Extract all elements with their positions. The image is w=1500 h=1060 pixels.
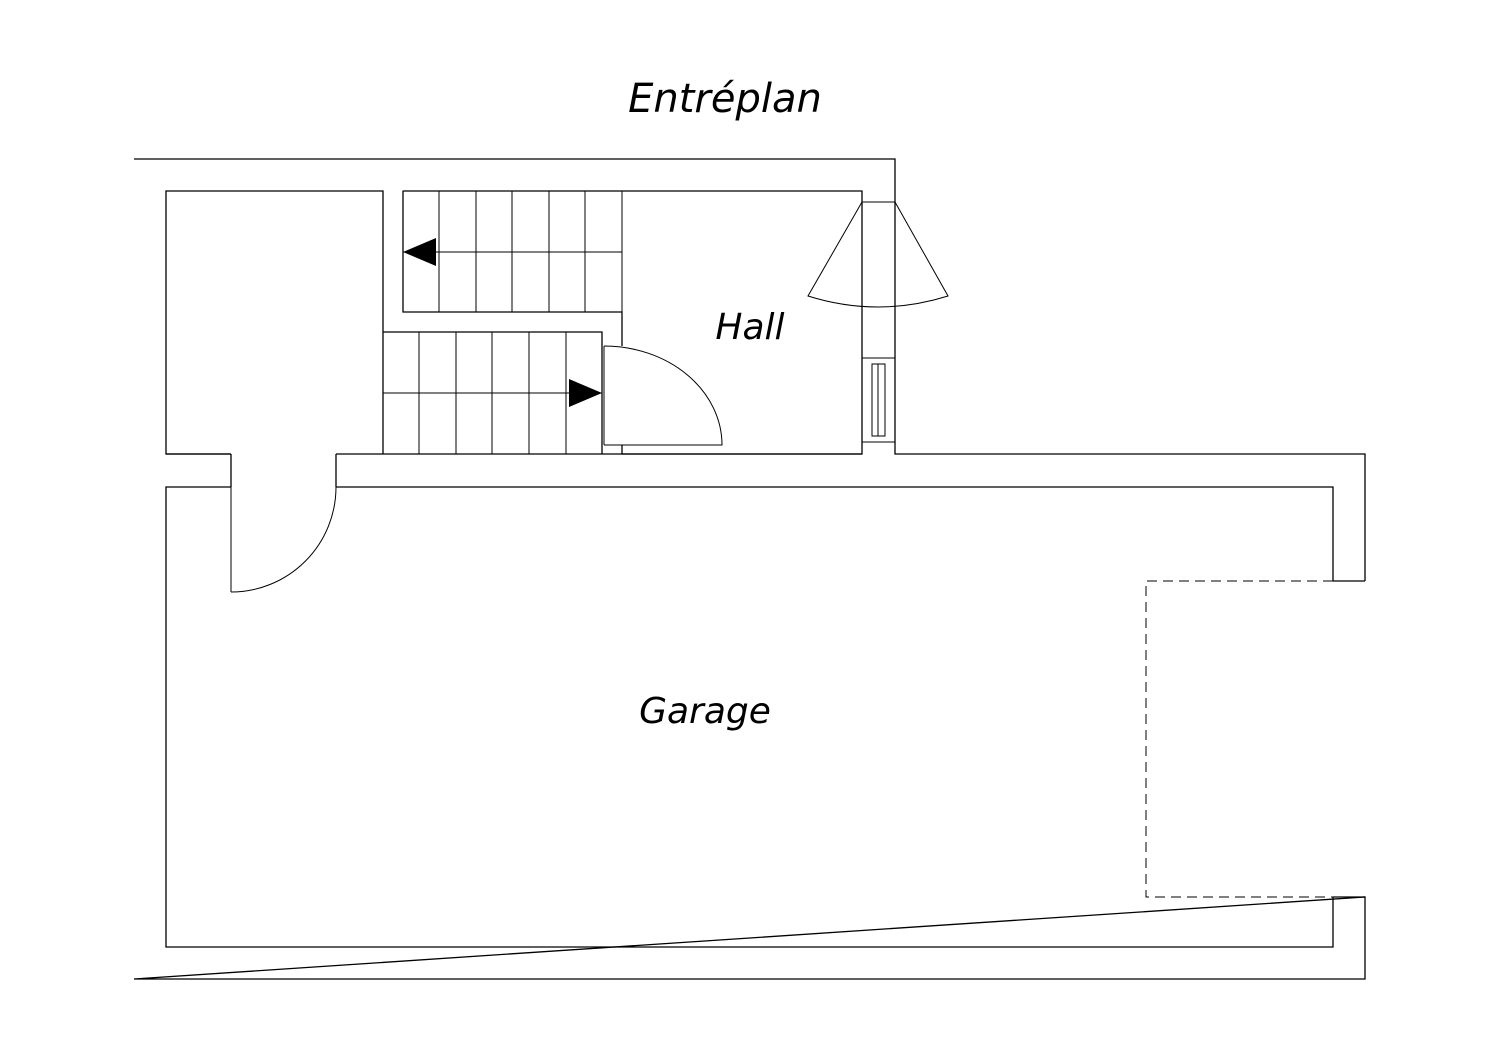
outer-wall [133,158,1366,980]
stair-arrow-left-icon [403,238,436,266]
hall-door [603,345,723,446]
garage-door-jamb [1333,580,1365,898]
storage-room-wall [165,190,384,455]
garage-door-swing [1145,580,1333,898]
room-label-hall: Hall [715,307,784,348]
stair-arrow-right-icon [569,379,602,407]
hall-wall [403,190,863,455]
storage-door [230,486,337,593]
entrance-door [807,201,949,312]
hall-window [861,357,896,443]
garage-wall [165,486,1334,948]
room-label-garage: Garage [639,691,771,732]
upper-stair-flight [402,190,623,313]
partition-wall [166,453,862,487]
plan-title: Entréplan [628,76,822,122]
